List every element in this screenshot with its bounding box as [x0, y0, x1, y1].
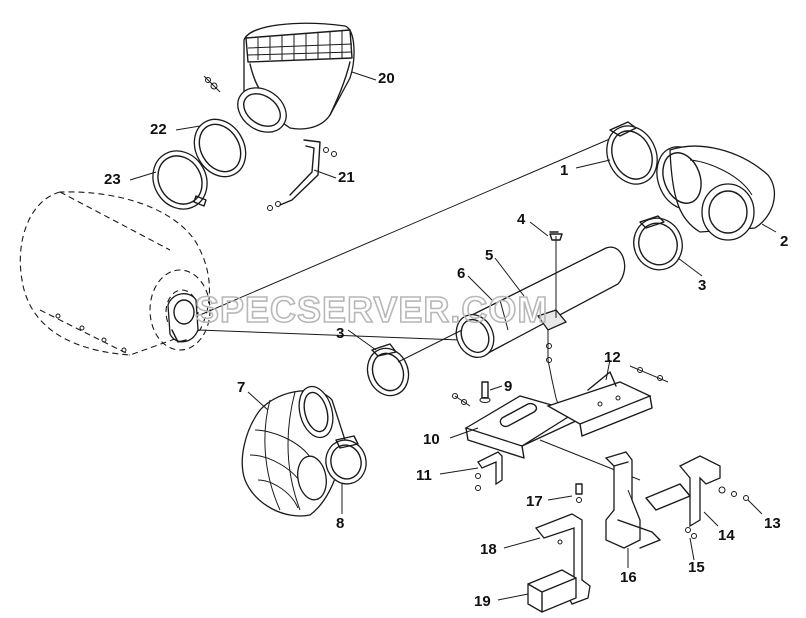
callout-9: 9: [504, 378, 512, 395]
callout-8: 8: [336, 515, 344, 532]
bolts-15: [685, 527, 697, 539]
pipe-axis-lower: [397, 329, 463, 363]
callout-13: 13: [764, 515, 781, 532]
callout-17: 17: [526, 493, 543, 510]
clamp-3-lower: [366, 343, 410, 397]
callout-4: 4: [517, 211, 526, 228]
callout-10: 10: [423, 431, 440, 448]
clamp-1: [606, 121, 658, 185]
leader-lines: [129, 71, 777, 601]
bracket-11: [475, 451, 503, 491]
callout-labels: 1 2 3 3 4 5 6 7 8 9 10 11 12 13 14 15 16…: [104, 70, 788, 610]
callout-15: 15: [688, 559, 705, 576]
plate-19: [527, 569, 577, 613]
assembly-axis-line: [199, 137, 613, 316]
callout-12: 12: [604, 349, 621, 366]
assembly-axis-line-2: [197, 329, 461, 341]
callout-23: 23: [104, 171, 121, 188]
bolts-17: [575, 483, 583, 503]
bracket-plate-12: [546, 371, 653, 437]
bolt-set-top: [203, 75, 221, 93]
bracket-14: [645, 455, 749, 528]
clamp-8: [325, 435, 367, 485]
clamp-23: [152, 150, 208, 210]
intake-pipe: [455, 246, 626, 358]
clamp-3-upper: [633, 215, 683, 271]
callout-22: 22: [150, 121, 167, 138]
callout-19: 19: [474, 593, 491, 610]
elbow-hose-7: [241, 385, 346, 517]
callout-20: 20: [378, 70, 395, 87]
air-intake-hood: [237, 22, 355, 133]
callout-3-upper: 3: [698, 277, 706, 294]
air-cleaner-housing-outline: [19, 191, 211, 356]
callout-1: 1: [560, 162, 568, 179]
callout-16: 16: [620, 569, 637, 586]
pipe-mount-block: [536, 233, 568, 411]
housing-outlet-fitting: [167, 293, 199, 343]
callout-18: 18: [480, 541, 497, 558]
elbow-hose-2: [656, 145, 776, 241]
callout-14: 14: [718, 527, 735, 544]
watermark-text: SPECSERVER.COM: [195, 289, 548, 330]
callout-11: 11: [416, 467, 432, 484]
callout-3-lower: 3: [336, 325, 344, 342]
callout-6: 6: [457, 265, 465, 282]
callout-7: 7: [237, 379, 245, 396]
callout-5: 5: [485, 247, 493, 264]
callout-21: 21: [338, 169, 355, 186]
callout-2: 2: [780, 233, 788, 250]
support-strap: [267, 139, 337, 211]
bolts-9: [452, 381, 491, 407]
nuts-12: [629, 365, 669, 383]
bracket-16: [604, 451, 661, 549]
clamp-22: [193, 118, 247, 178]
